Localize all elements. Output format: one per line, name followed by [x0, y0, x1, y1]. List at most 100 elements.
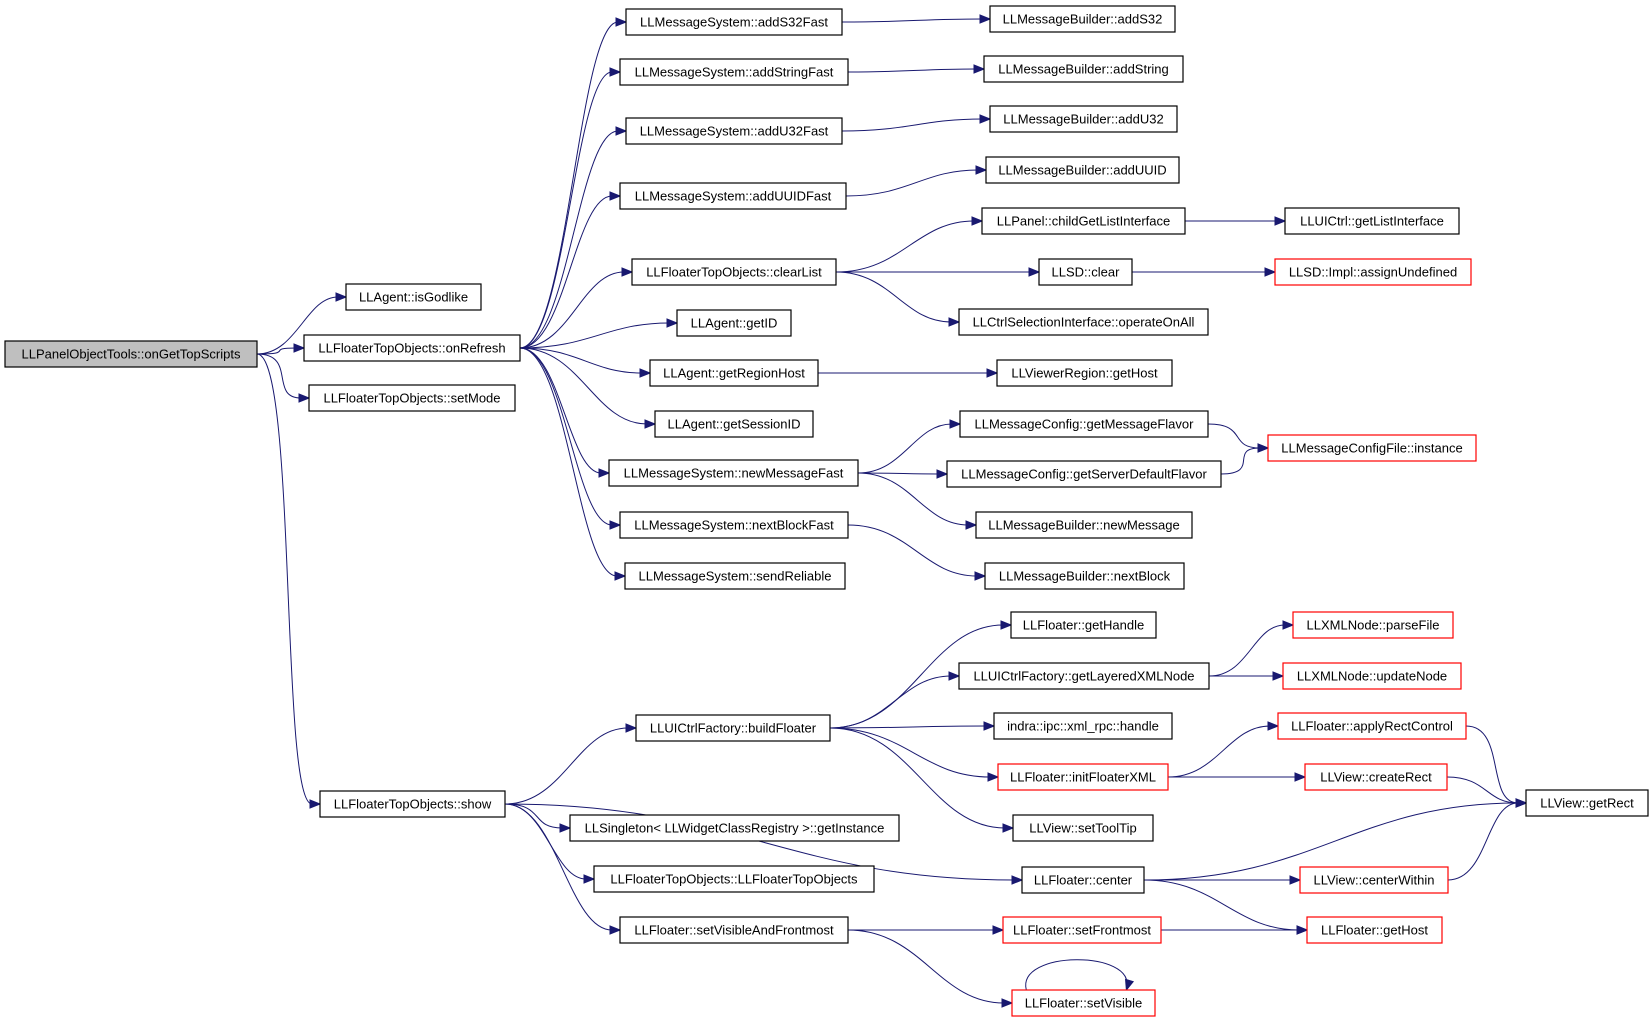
node-box	[676, 309, 792, 337]
node-getMessageFlavor[interactable]: LLMessageConfig::getMessageFlavor	[959, 410, 1209, 438]
node-centerWithin[interactable]: LLView::centerWithin	[1299, 866, 1449, 894]
node-mb-addU32[interactable]: LLMessageBuilder::addU32	[989, 105, 1178, 133]
node-parseFile[interactable]: LLXMLNode::parseFile	[1292, 611, 1454, 639]
node-getHost[interactable]: LLViewerRegion::getHost	[996, 359, 1173, 387]
node-box	[959, 410, 1209, 438]
node-addStringFast[interactable]: LLMessageSystem::addStringFast	[619, 58, 849, 86]
node-box	[989, 105, 1178, 133]
node-operateOnAll[interactable]: LLCtrlSelectionInterface::operateOnAll	[958, 308, 1209, 336]
node-center[interactable]: LLFloater::center	[1021, 866, 1145, 894]
node-clearList[interactable]: LLFloaterTopObjects::clearList	[631, 258, 837, 286]
node-newMessageFast[interactable]: LLMessageSystem::newMessageFast	[608, 459, 859, 487]
node-label: LLFloaterTopObjects::LLFloaterTopObjects	[610, 872, 858, 887]
edge-arrowhead	[949, 419, 962, 429]
edge-arrowhead	[948, 317, 961, 327]
node-assignUndefined[interactable]: LLSD::Impl::assignUndefined	[1274, 258, 1472, 286]
node-mb-addUUID[interactable]: LLMessageBuilder::addUUID	[985, 156, 1180, 184]
node-getRect[interactable]: LLView::getRect	[1525, 789, 1649, 817]
node-box	[985, 156, 1180, 184]
node-label: indra::ipc::xml_rpc::handle	[1007, 719, 1159, 734]
call-edge	[256, 353, 313, 805]
node-box	[1277, 712, 1467, 740]
node-label: LLFloater::initFloaterXML	[1010, 770, 1156, 785]
node-sendReliable[interactable]: LLMessageSystem::sendReliable	[624, 562, 846, 590]
node-box	[981, 207, 1186, 235]
node-label: LLFloaterTopObjects::show	[334, 797, 492, 812]
node-floaterGetHost[interactable]: LLFloater::getHost	[1306, 916, 1443, 944]
call-edge	[847, 68, 977, 73]
node-initFloaterXML[interactable]: LLFloater::initFloaterXML	[997, 763, 1169, 791]
node-configInstance[interactable]: LLMessageConfigFile::instance	[1267, 434, 1477, 462]
call-edge	[519, 130, 619, 349]
call-edge	[504, 803, 563, 829]
node-mb-addS32[interactable]: LLMessageBuilder::addS32	[989, 5, 1176, 33]
edge-arrowhead	[1274, 216, 1287, 226]
node-setMode[interactable]: LLFloaterTopObjects::setMode	[308, 384, 516, 412]
node-createRect[interactable]: LLView::createRect	[1304, 763, 1448, 791]
call-edge	[847, 524, 978, 577]
node-nextBlockFast[interactable]: LLMessageSystem::nextBlockFast	[619, 511, 849, 539]
node-box	[619, 511, 849, 539]
node-getListInterface[interactable]: LLUICtrl::getListInterface	[1284, 207, 1460, 235]
node-setVisible[interactable]: LLFloater::setVisible	[1011, 989, 1156, 1017]
node-childGetListInterface[interactable]: LLPanel::childGetListInterface	[981, 207, 1186, 235]
node-box	[303, 334, 521, 362]
node-label: LLSD::Impl::assignUndefined	[1289, 265, 1457, 280]
node-box	[593, 865, 875, 893]
node-buildFloater[interactable]: LLUICtrlFactory::buildFloater	[635, 714, 831, 742]
node-onRefresh[interactable]: LLFloaterTopObjects::onRefresh	[303, 334, 521, 362]
node-label: LLMessageConfigFile::instance	[1281, 441, 1462, 456]
node-label: LLSD::clear	[1052, 265, 1121, 280]
node-root[interactable]: LLPanelObjectTools::onGetTopScripts	[4, 340, 258, 368]
node-mb-addString[interactable]: LLMessageBuilder::addString	[983, 55, 1184, 83]
call-edge	[256, 353, 302, 399]
call-edge	[857, 423, 953, 474]
node-applyRectControl[interactable]: LLFloater::applyRectControl	[1277, 712, 1467, 740]
node-label: LLView::centerWithin	[1314, 873, 1435, 888]
node-mb-nextBlock[interactable]: LLMessageBuilder::nextBlock	[984, 562, 1185, 590]
node-getServerDefaultFlavor[interactable]: LLMessageConfig::getServerDefaultFlavor	[946, 460, 1222, 488]
node-label: LLFloaterTopObjects::setMode	[323, 391, 500, 406]
call-edge	[829, 727, 1006, 829]
node-getLayeredXMLNode[interactable]: LLUICtrlFactory::getLayeredXMLNode	[958, 662, 1210, 690]
edge-arrowhead	[293, 343, 306, 353]
node-addUUIDFast[interactable]: LLMessageSystem::addUUIDFast	[619, 182, 847, 210]
node-box	[958, 308, 1209, 336]
node-getSessionID[interactable]: LLAgent::getSessionID	[654, 410, 814, 438]
node-label: LLSingleton< LLWidgetClassRegistry >::ge…	[585, 821, 885, 836]
node-addS32Fast[interactable]: LLMessageSystem::addS32Fast	[625, 8, 843, 36]
node-getHandle[interactable]: LLFloater::getHandle	[1010, 611, 1157, 639]
edge-arrowhead	[1296, 925, 1309, 935]
node-mb-newMessage[interactable]: LLMessageBuilder::newMessage	[975, 511, 1193, 539]
node-llsdClear[interactable]: LLSD::clear	[1038, 258, 1133, 286]
node-xmlrpcHandle[interactable]: indra::ipc::xml_rpc::handle	[993, 712, 1173, 740]
node-getID[interactable]: LLAgent::getID	[676, 309, 792, 337]
edge-arrowhead	[615, 17, 628, 27]
node-setFrontmost[interactable]: LLFloater::setFrontmost	[1002, 916, 1162, 944]
node-box	[608, 459, 859, 487]
node-show[interactable]: LLFloaterTopObjects::show	[319, 790, 506, 818]
edge-arrowhead	[1294, 772, 1307, 782]
node-isGodlike[interactable]: LLAgent::isGodlike	[345, 283, 482, 311]
node-ctor[interactable]: LLFloaterTopObjects::LLFloaterTopObjects	[593, 865, 875, 893]
call-edge	[504, 803, 1015, 881]
node-label: LLView::createRect	[1320, 770, 1432, 785]
node-updateNode[interactable]: LLXMLNode::updateNode	[1282, 662, 1462, 690]
edge-arrowhead	[1264, 267, 1277, 277]
node-setVisibleAndFrontmost[interactable]: LLFloater::setVisibleAndFrontmost	[619, 916, 849, 944]
edge-arrowhead	[974, 571, 987, 581]
call-edge	[829, 675, 952, 729]
node-box	[993, 712, 1173, 740]
node-label: LLCtrlSelectionInterface::operateOnAll	[973, 315, 1195, 330]
node-box	[345, 283, 482, 311]
edge-arrowhead	[1272, 671, 1285, 681]
node-box	[1021, 866, 1145, 894]
node-addU32Fast[interactable]: LLMessageSystem::addU32Fast	[625, 117, 843, 145]
call-edge	[829, 725, 987, 729]
call-edge	[1167, 725, 1271, 778]
node-label: LLFloater::setFrontmost	[1013, 923, 1151, 938]
node-getRegionHost[interactable]: LLAgent::getRegionHost	[649, 359, 819, 387]
node-getInstance[interactable]: LLSingleton< LLWidgetClassRegistry >::ge…	[569, 814, 900, 842]
node-setToolTip[interactable]: LLView::setToolTip	[1012, 814, 1154, 842]
